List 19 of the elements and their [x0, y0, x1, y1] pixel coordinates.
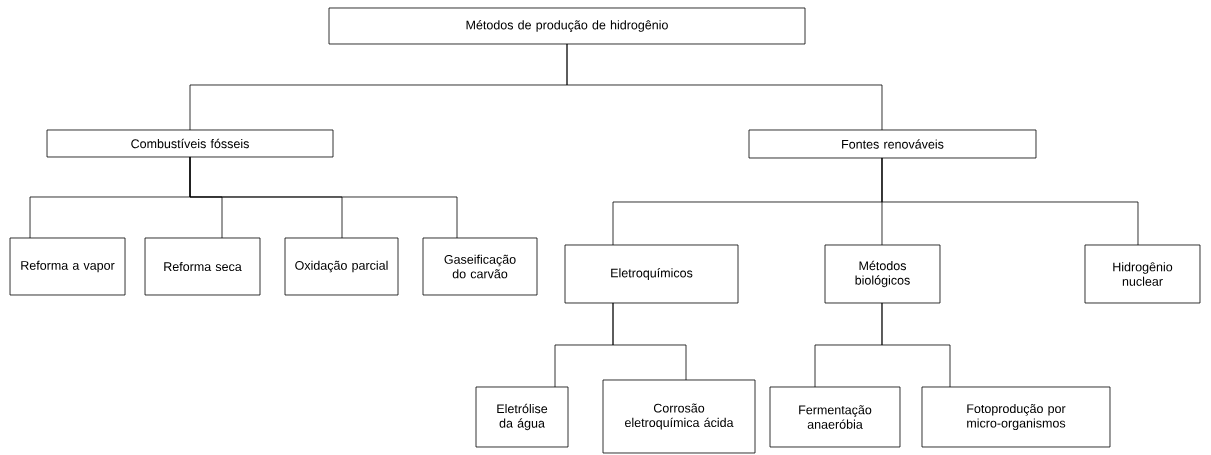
category-box: Reforma a vapor	[9, 237, 126, 296]
connector-line	[612, 302, 687, 381]
connector-line	[881, 157, 1139, 246]
connector-line	[881, 302, 951, 388]
connector-line	[566, 43, 883, 131]
category-box: Hidrogênio nuclear	[1084, 244, 1201, 304]
category-box: Eletroquímicos	[564, 244, 739, 304]
category-box: Fontes renováveis	[748, 129, 1037, 159]
category-box: Métodos de produção de hidrogênio	[328, 7, 806, 45]
category-box: Fermentação anaeróbia	[769, 386, 901, 448]
connector-line	[189, 156, 458, 239]
category-box: Fotoprodução por micro-organismos	[921, 386, 1111, 448]
category-box: Combustíveis fósseis	[46, 129, 334, 158]
category-box: Eletrólise da água	[475, 386, 569, 448]
category-box: Gaseificação do carvão	[422, 237, 538, 296]
category-box: Corrosão eletroquímica ácida	[602, 379, 756, 454]
category-box: Reforma seca	[144, 237, 261, 296]
category-box: Métodos biológicos	[824, 244, 941, 304]
category-box: Oxidação parcial	[284, 237, 399, 296]
